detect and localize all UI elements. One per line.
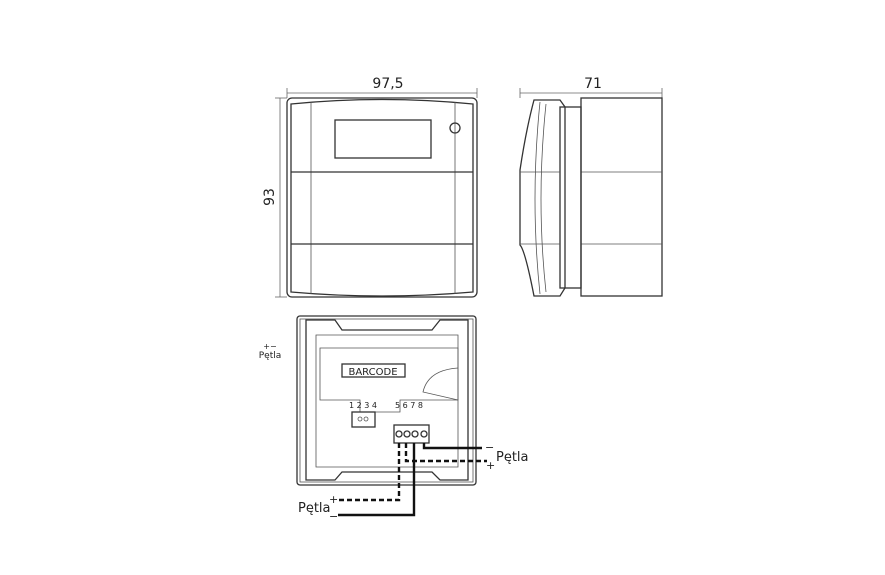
front-housing	[286, 97, 478, 298]
wiring: − + Pętla Pętla + −	[298, 441, 529, 523]
front-view: 97,5 93	[262, 76, 478, 298]
right-minus-sign: −	[485, 441, 494, 454]
height-dimension: 93	[262, 188, 278, 206]
wire-bottom-plus	[336, 443, 401, 502]
width-dimension: 97,5	[372, 76, 403, 92]
terminals-5-8: 5 6 7 8	[395, 401, 423, 410]
side-body	[580, 97, 663, 297]
terminal-block	[393, 424, 430, 444]
display-window	[334, 119, 432, 159]
legend: +− Pętla	[259, 342, 282, 361]
rear-housing	[296, 315, 477, 486]
right-loop-label: Pętla	[496, 450, 529, 465]
rear-view: BARCODE 1 2 3 4 5 6 7 8	[296, 315, 477, 486]
bottom-minus-sign: −	[329, 510, 338, 523]
depth-dimension: 71	[584, 76, 602, 92]
connector-1-4	[351, 411, 376, 428]
bottom-plus-sign: +	[329, 493, 338, 506]
barcode-label-box	[341, 363, 406, 378]
wire-bottom-minus	[338, 443, 416, 517]
legend-label: Pętla	[259, 351, 282, 361]
terminals-1-4: 1 2 3 4	[349, 401, 377, 410]
led-indicator	[449, 122, 461, 134]
right-plus-sign: +	[486, 459, 495, 472]
legend-polarity: +−	[263, 342, 276, 351]
wire-right-plus	[404, 443, 487, 463]
side-view: 71	[519, 76, 663, 297]
barcode-label: BARCODE	[348, 367, 397, 378]
bottom-loop-label: Pętla	[298, 501, 331, 516]
wire-right-minus	[422, 443, 482, 450]
